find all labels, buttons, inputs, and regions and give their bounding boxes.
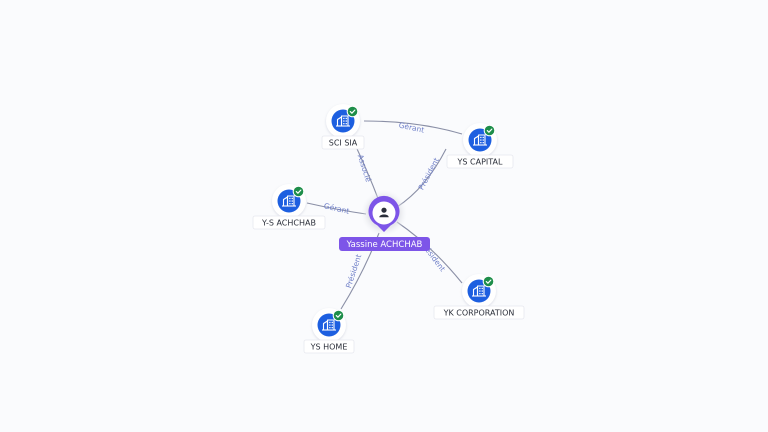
edge-label: Gérant xyxy=(323,201,350,216)
person-pin-inner xyxy=(372,201,396,225)
center-label-bg xyxy=(339,237,430,251)
company-label: YS HOME xyxy=(310,343,348,352)
person-icon xyxy=(379,207,389,218)
nodes-layer: SCI SIA YS CAPITAL Y-S ACHCHAB YK CORPORATI… xyxy=(252,104,525,354)
company-node-yk-corporation[interactable]: YK CORPORATION xyxy=(433,274,525,320)
company-node-ys-home[interactable]: YS HOME xyxy=(303,308,355,354)
edge-label: Président xyxy=(417,156,441,191)
edge-label: Président xyxy=(344,253,363,289)
check-icon xyxy=(292,185,305,198)
edge-ys-capital-sci-sia xyxy=(363,120,463,135)
company-label-bg xyxy=(303,339,355,354)
edge-label: Gérant xyxy=(398,120,425,134)
check-icon xyxy=(346,105,359,118)
company-label: YK CORPORATION xyxy=(443,309,515,318)
company-label-bg xyxy=(446,154,514,169)
company-label-bg xyxy=(321,135,365,150)
edge-center-yk-corporation xyxy=(396,221,463,284)
check-icon xyxy=(482,275,495,288)
company-label: Y-S ACHCHAB xyxy=(261,219,316,228)
company-label: YS CAPITAL xyxy=(457,158,503,167)
center-label: Yassine ACHCHAB xyxy=(346,240,423,250)
company-node-sci-sia[interactable]: SCI SIA xyxy=(321,104,365,150)
edge-label: Associé xyxy=(356,153,373,183)
company-node-y-s-achchab[interactable]: Y-S ACHCHAB xyxy=(252,184,326,230)
company-label: SCI SIA xyxy=(329,139,358,148)
company-node-ys-capital[interactable]: YS CAPITAL xyxy=(446,123,514,169)
center-person-node[interactable]: Yassine ACHCHAB xyxy=(339,190,430,251)
check-icon xyxy=(483,124,496,137)
company-label-bg xyxy=(433,305,525,320)
company-label-bg xyxy=(252,215,326,230)
check-icon xyxy=(332,309,345,322)
